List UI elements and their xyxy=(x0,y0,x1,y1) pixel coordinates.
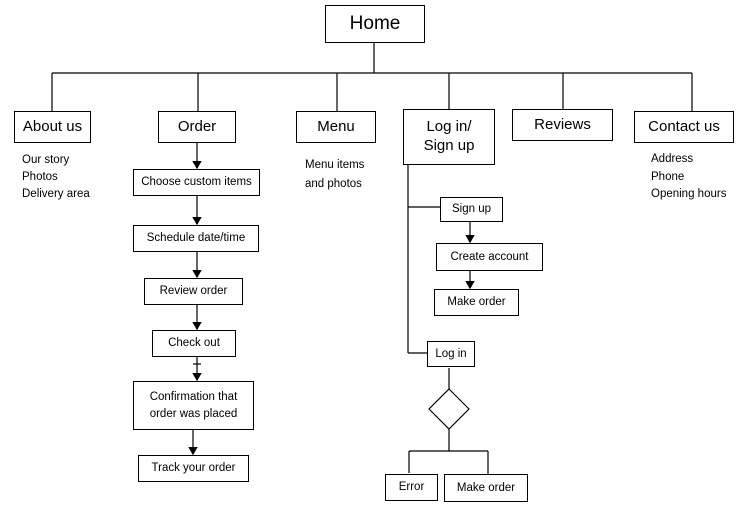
order-node: Order xyxy=(158,111,236,143)
about-item: Our story xyxy=(22,154,70,166)
signup-node: Sign up xyxy=(440,197,503,222)
order-step-confirmation: Confirmation that order was placed xyxy=(133,381,254,430)
menu-item: Menu items xyxy=(305,159,365,171)
contact-us-items: Address Phone Opening hours xyxy=(651,151,726,204)
contact-us-node: Contact us xyxy=(634,111,734,143)
order-step-choose-items: Choose custom items xyxy=(133,169,260,196)
order-step-schedule: Schedule date/time xyxy=(133,225,259,252)
order-step-checkout: Check out xyxy=(152,330,236,357)
menu-item: and photos xyxy=(305,178,362,190)
about-us-items: Our story Photos Delivery area xyxy=(22,152,90,203)
create-account-node: Create account xyxy=(436,243,543,271)
about-us-node: About us xyxy=(14,111,91,143)
menu-node: Menu xyxy=(296,111,376,143)
login-signup-node: Log in/ Sign up xyxy=(403,109,495,165)
confirmation-line1: Confirmation that xyxy=(149,390,238,403)
order-step-track: Track your order xyxy=(138,455,249,482)
contact-item: Phone xyxy=(651,170,685,183)
home-node: Home xyxy=(325,5,425,43)
signup-make-order-node: Make order xyxy=(434,289,519,316)
login-signup-label-line2: Sign up xyxy=(423,137,475,154)
contact-item: Opening hours xyxy=(651,188,727,200)
error-node: Error xyxy=(385,474,438,501)
about-item: Delivery area xyxy=(22,188,90,200)
about-item: Photos xyxy=(22,171,58,183)
order-step-review: Review order xyxy=(144,278,243,305)
login-make-order-node: Make order xyxy=(444,474,528,502)
confirmation-line2: order was placed xyxy=(149,407,238,420)
login-signup-label-line1: Log in/ xyxy=(426,118,472,136)
menu-items: Menu items and photos xyxy=(305,156,364,194)
contact-item: Address xyxy=(651,153,694,165)
reviews-node: Reviews xyxy=(512,109,613,141)
login-node: Log in xyxy=(427,341,475,367)
